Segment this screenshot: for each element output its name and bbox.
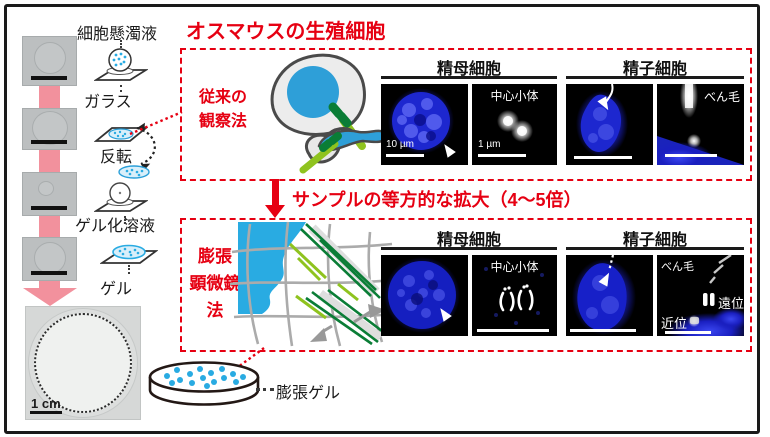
micrograph-exp-flagellum: べん毛 遠位 近位 — [657, 255, 744, 336]
photo-gel-circle — [34, 242, 66, 274]
conventional-method-line1: 従来の — [198, 89, 247, 106]
photo-inverted-droplet — [22, 108, 77, 150]
micrograph-conv-flagellum: べん毛 — [657, 84, 744, 165]
dotted-red-connector — [129, 110, 183, 136]
label-glass: ガラス — [84, 94, 132, 111]
conv-spermatid-title: 精子細胞 — [622, 61, 687, 78]
exp-spermatid-title: 精子細胞 — [622, 232, 687, 249]
group-underline — [566, 76, 744, 79]
photo-expanded-gel — [25, 306, 141, 420]
photo-droplet-circle — [34, 42, 66, 74]
micrograph-conv-spermatocyte: 10 µm — [381, 84, 468, 165]
photo-gelled — [22, 237, 77, 281]
photo-droplet-circle — [38, 181, 54, 196]
workflow-arrowhead-icon — [23, 288, 77, 306]
label-gel: ゲル — [100, 281, 133, 298]
proximal-label: 近位 — [661, 316, 688, 331]
expansion-direction-arrows — [310, 304, 386, 342]
photo-scalebar — [31, 206, 67, 210]
workflow-arrow-band — [39, 42, 60, 290]
gel-photo-scale-label: 1 cm — [31, 396, 61, 411]
expansion-arrow-shaft — [272, 179, 279, 206]
dotted-connector — [120, 40, 122, 48]
dotted-connector — [256, 388, 274, 391]
tubulin-lines-upper — [288, 242, 328, 282]
conventional-method-label: 従来の 観察法 — [185, 86, 261, 134]
figure-title: オスマウスの生殖細胞 — [186, 21, 386, 43]
axoneme-bundle-lower — [305, 288, 387, 346]
flagellum-label: べん毛 — [661, 261, 694, 273]
slide-with-suspension-icon — [94, 48, 148, 81]
expanded-gel-mesh-cartoon — [229, 221, 395, 347]
photo-gel-solution-drop — [22, 172, 77, 216]
expansion-arrowhead-icon — [265, 205, 285, 218]
expansion-method-label: 膨張 顕微鏡 法 — [180, 243, 250, 324]
micrograph-conv-spermatid — [566, 84, 653, 165]
group-underline — [381, 247, 557, 250]
droplet-oval-icon — [118, 165, 150, 179]
expanded-nucleus-shape — [238, 222, 306, 314]
expansion-method-line3: 法 — [206, 301, 224, 320]
scalebar — [477, 329, 549, 332]
expansion-arrow-label: サンプルの等方的な拡大（4～5倍） — [292, 190, 582, 210]
micrograph-exp-spermatid — [566, 255, 653, 336]
photo-scalebar — [31, 76, 67, 80]
scalebar — [570, 329, 636, 332]
scale-label: 10 µm — [386, 139, 414, 150]
flagellum-label: べん毛 — [703, 90, 740, 104]
distal-label: 遠位 — [718, 296, 744, 311]
scalebar — [665, 331, 711, 334]
micrograph-exp-centriole: 中心小体 — [472, 255, 557, 336]
label-gel-solution: ゲル化溶液 — [75, 218, 156, 235]
expansion-method-line2: 顕微鏡 — [189, 274, 241, 293]
expansion-method-line1: 膨張 — [198, 247, 232, 266]
photo-scalebar — [31, 140, 67, 144]
gel-photo-scalebar — [30, 411, 62, 414]
gel-dotted-circle — [34, 313, 132, 413]
scalebar — [574, 156, 632, 159]
photo-droplet-circle — [32, 111, 68, 145]
group-underline — [566, 247, 744, 250]
expanded-gel-dish-icon — [148, 361, 260, 406]
conventional-method-box — [180, 48, 752, 181]
centriole-label: 中心小体 — [490, 89, 539, 103]
exp-spermatocyte-title: 精母細胞 — [436, 232, 501, 249]
dotted-connector — [128, 265, 130, 274]
dotted-connector — [124, 216, 126, 224]
slide-with-gel-icon — [100, 244, 158, 264]
axoneme-bundle-upper — [300, 223, 381, 299]
expanded-gel-label: 膨張ゲル — [276, 385, 341, 402]
scalebar — [478, 154, 526, 157]
micrograph-conv-centriole: 中心小体 1 µm — [472, 84, 557, 165]
scalebar — [665, 154, 717, 157]
photo-scalebar — [31, 271, 67, 275]
micrograph-exp-spermatocyte — [381, 255, 468, 336]
label-cell-suspension: 細胞懸濁液 — [77, 26, 158, 43]
group-underline — [381, 76, 557, 79]
photo-droplet-on-glass — [22, 36, 77, 86]
dotted-connector — [120, 85, 122, 92]
expansion-method-box — [180, 218, 752, 352]
scalebar — [386, 154, 424, 157]
figure-border — [4, 4, 760, 434]
scale-label: 1 µm — [478, 139, 501, 150]
tubulin-lines-lower — [295, 282, 359, 320]
centriole-label: 中心小体 — [490, 260, 539, 274]
slide-with-gel-solution-icon — [94, 182, 148, 212]
germ-cells-cartoon — [270, 53, 387, 174]
spermatocyte-nucleus — [287, 66, 339, 118]
conventional-method-line2: 観察法 — [198, 113, 247, 130]
conv-spermatocyte-title: 精母細胞 — [436, 61, 501, 78]
expanded-cells-dots — [164, 366, 246, 389]
label-invert: 反転 — [100, 149, 133, 166]
